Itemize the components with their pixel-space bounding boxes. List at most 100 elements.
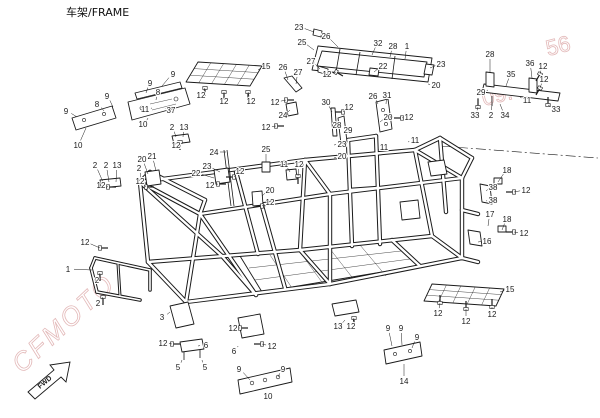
- callout-label: 2: [95, 276, 100, 285]
- leader-line: [90, 243, 101, 249]
- callout-label: 12: [197, 91, 206, 100]
- leader-line: [271, 125, 277, 127]
- callout-label: 21: [148, 152, 157, 161]
- bracket-25: [261, 161, 271, 173]
- frame-tube: [138, 180, 150, 264]
- frame-tube: [374, 134, 382, 246]
- frame-tube: [346, 134, 378, 142]
- frame-tube: [346, 138, 354, 248]
- frame-tube: [413, 136, 442, 152]
- rear-rack-crossbars: [335, 48, 396, 80]
- guard-plate-hole: [102, 112, 106, 116]
- leader-line: [497, 173, 504, 183]
- callout-label: 2: [96, 299, 101, 308]
- callout-label: 12: [539, 62, 548, 71]
- callout-label: 2: [170, 123, 175, 132]
- leader-line: [513, 231, 519, 233]
- callout-label: 12: [271, 98, 280, 107]
- leader-line: [487, 218, 490, 227]
- leader-line: [287, 109, 291, 113]
- callout-label: 22: [379, 62, 388, 71]
- leader-line: [109, 100, 114, 108]
- frame-tube: [348, 186, 380, 192]
- callout-label: 32: [374, 39, 383, 48]
- callout-label: 12: [159, 339, 168, 348]
- callout-label: 5: [176, 363, 181, 372]
- callout-label: 6: [232, 347, 237, 356]
- leader-line: [501, 223, 505, 231]
- callout-label: 20: [384, 113, 393, 122]
- bracket-11-center: [285, 168, 298, 181]
- frame-tube: [430, 234, 464, 260]
- bracket-26: [283, 75, 303, 93]
- callout-label: 12: [206, 181, 215, 190]
- leader-line: [404, 50, 407, 60]
- callout-label: 6: [204, 341, 209, 350]
- callout-label: 12: [540, 75, 549, 84]
- callout-label: 38: [489, 196, 498, 205]
- frame-tube: [328, 256, 464, 286]
- leader-line: [166, 311, 171, 315]
- leader-line: [389, 332, 393, 347]
- guard-plate-hole: [139, 105, 145, 111]
- leader-line: [333, 156, 337, 159]
- callout-label: 23: [203, 162, 212, 171]
- bracket-13: [171, 133, 191, 145]
- callout-label: 12: [262, 123, 271, 132]
- bracket-38: [479, 183, 493, 205]
- leader-line: [377, 149, 379, 151]
- fwd-arrow-shape: [27, 361, 71, 400]
- heat-shield-hole: [393, 352, 397, 356]
- frame-tube: [96, 291, 141, 301]
- callout-label: 23: [295, 23, 304, 32]
- rack-bracket-left: [317, 65, 329, 76]
- callout-label: 11: [141, 105, 150, 114]
- leader-line: [99, 272, 101, 276]
- leader-line: [513, 190, 521, 193]
- guard-plate-small: [71, 105, 117, 131]
- bracket-6: [237, 313, 265, 339]
- callout-label: 9: [105, 92, 110, 101]
- callout-label: 33: [552, 105, 561, 114]
- callout-label: 15: [506, 285, 515, 294]
- callout-label: 12: [229, 324, 238, 333]
- studs-5: [183, 350, 201, 360]
- bracket-2-left: [99, 177, 122, 189]
- watermark-brand: CFMOTO: [6, 268, 122, 379]
- leader-line: [115, 169, 117, 183]
- callout-label: 31: [383, 91, 392, 100]
- callout-label: 14: [400, 377, 409, 386]
- callout-label: 36: [526, 59, 535, 68]
- leader-line: [233, 174, 236, 178]
- callout-label: 2: [104, 161, 109, 170]
- bolt-shank: [535, 88, 540, 96]
- leader-line: [284, 71, 289, 81]
- leader-line: [212, 167, 221, 173]
- leader-line: [261, 192, 266, 197]
- leader-line: [505, 78, 509, 87]
- callout-label: 12: [522, 186, 531, 195]
- leader-line: [547, 104, 551, 107]
- strap-30: [330, 107, 338, 137]
- callout-label: 20: [338, 152, 347, 161]
- callout-label: 13: [113, 161, 122, 170]
- leader-line: [371, 47, 376, 56]
- leader-line: [476, 106, 479, 111]
- bolt-shank: [336, 72, 344, 77]
- leader-line: [280, 99, 287, 102]
- bolt-icon: [177, 140, 183, 150]
- frame-tube: [220, 254, 258, 297]
- callout-label: 2: [489, 111, 494, 120]
- leader-line: [139, 172, 142, 179]
- callout-label: 33: [471, 111, 480, 120]
- rear-rack-frame: [311, 45, 433, 83]
- leader-line: [373, 68, 379, 73]
- callout-label: 11: [280, 160, 289, 169]
- frame-tube: [198, 212, 258, 297]
- callout-label: 11: [411, 136, 420, 145]
- frame-tube: [94, 257, 151, 271]
- callout-label: 20: [138, 155, 147, 164]
